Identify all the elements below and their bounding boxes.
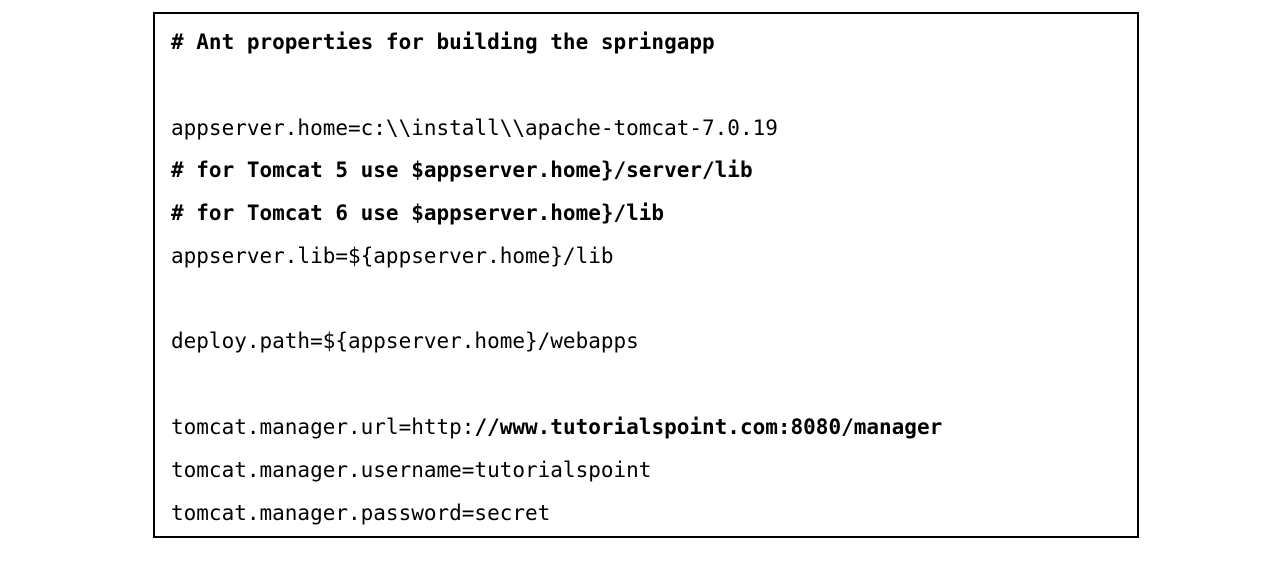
manager-url-prefix: tomcat.manager.url=http: [171, 415, 475, 439]
property-appserver-home: appserver.home=c:\\install\\apache-tomca… [171, 116, 778, 140]
manager-url-link: //www.tutorialspoint.com:8080/manager [474, 415, 943, 439]
property-tomcat-manager-password: tomcat.manager.password=secret [171, 501, 551, 525]
code-listing-box: # Ant properties for building the spring… [153, 12, 1139, 538]
comment-line-title: # Ant properties for building the spring… [171, 30, 715, 54]
property-tomcat-manager-username: tomcat.manager.username=tutorialspoint [171, 458, 652, 482]
property-deploy-path: deploy.path=${appserver.home}/webapps [171, 329, 639, 353]
property-tomcat-manager-url: tomcat.manager.url=http://www.tutorialsp… [171, 414, 942, 440]
property-appserver-lib: appserver.lib=${appserver.home}/lib [171, 244, 614, 268]
comment-line-tomcat5: # for Tomcat 5 use $appserver.home}/serv… [171, 158, 753, 182]
comment-line-tomcat6: # for Tomcat 6 use $appserver.home}/lib [171, 201, 665, 225]
